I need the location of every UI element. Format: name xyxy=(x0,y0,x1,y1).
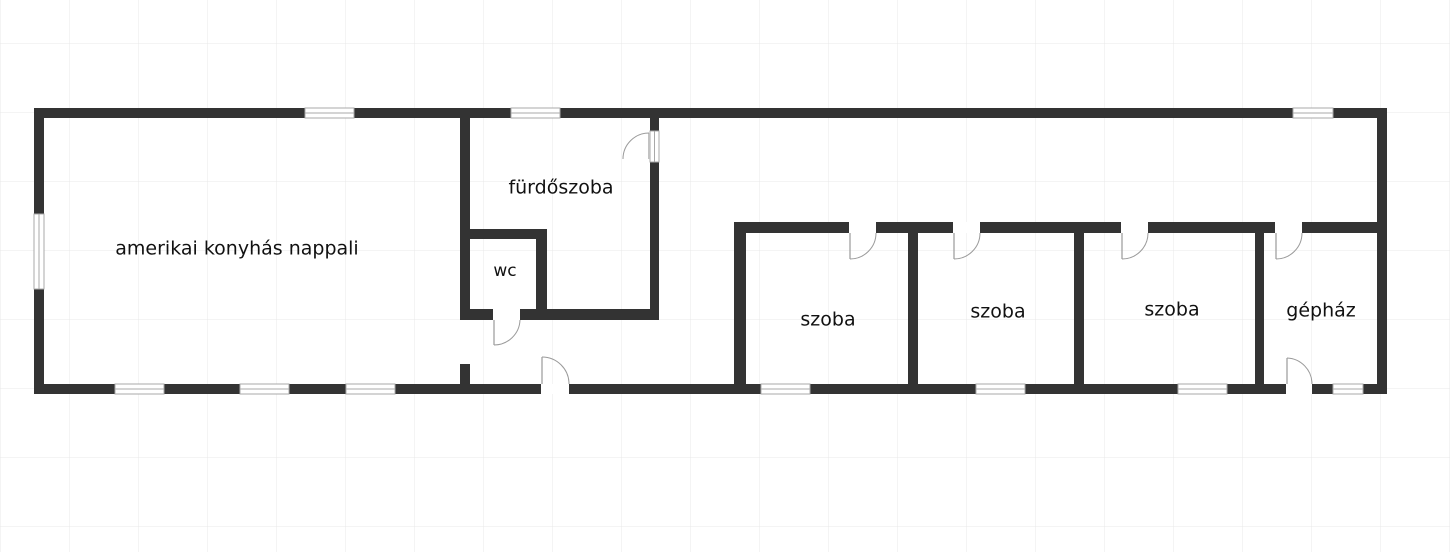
wc-wall-top xyxy=(460,229,547,239)
room-label-bath: fürdőszoba xyxy=(508,177,613,199)
doors xyxy=(493,132,1313,394)
door xyxy=(849,222,877,260)
door xyxy=(1275,222,1303,260)
window xyxy=(114,383,165,395)
bath-wall-bottom xyxy=(460,309,659,320)
windows xyxy=(33,107,1364,395)
window xyxy=(975,383,1026,395)
bath-wall-right xyxy=(650,118,659,320)
window xyxy=(1332,383,1364,395)
outer-wall-top xyxy=(34,108,1387,118)
room1-wall-left xyxy=(734,222,746,394)
room-label-wc: wc xyxy=(493,261,516,281)
outer-wall-right xyxy=(1377,108,1387,394)
door xyxy=(1286,357,1313,394)
window xyxy=(304,107,355,119)
room-labels: amerikai konyhás nappali fürdőszoba wc s… xyxy=(115,177,1355,331)
window xyxy=(239,383,290,395)
door xyxy=(622,132,650,160)
room-label-living: amerikai konyhás nappali xyxy=(115,238,358,260)
room2-room3-wall xyxy=(1074,222,1084,394)
window xyxy=(649,130,660,163)
wall-stub xyxy=(460,364,470,386)
rooms-wall-top xyxy=(734,222,1387,233)
room-label-room3: szoba xyxy=(1144,299,1199,321)
outer-wall-bottom xyxy=(34,384,1387,394)
window xyxy=(33,213,45,290)
window xyxy=(510,107,561,119)
room3-machine-wall xyxy=(1255,222,1264,394)
room-label-room1: szoba xyxy=(800,309,855,331)
window xyxy=(1177,383,1228,395)
window xyxy=(760,383,811,395)
room1-room2-wall xyxy=(908,222,918,394)
door xyxy=(1121,222,1149,260)
door xyxy=(541,356,570,394)
room-label-room2: szoba xyxy=(970,301,1025,323)
window xyxy=(1292,107,1334,119)
window xyxy=(345,383,396,395)
wc-wall-right xyxy=(536,229,547,320)
room-label-machine: gépház xyxy=(1286,300,1355,322)
bath-wall-left xyxy=(460,118,470,320)
door xyxy=(493,309,521,346)
door xyxy=(953,222,981,260)
